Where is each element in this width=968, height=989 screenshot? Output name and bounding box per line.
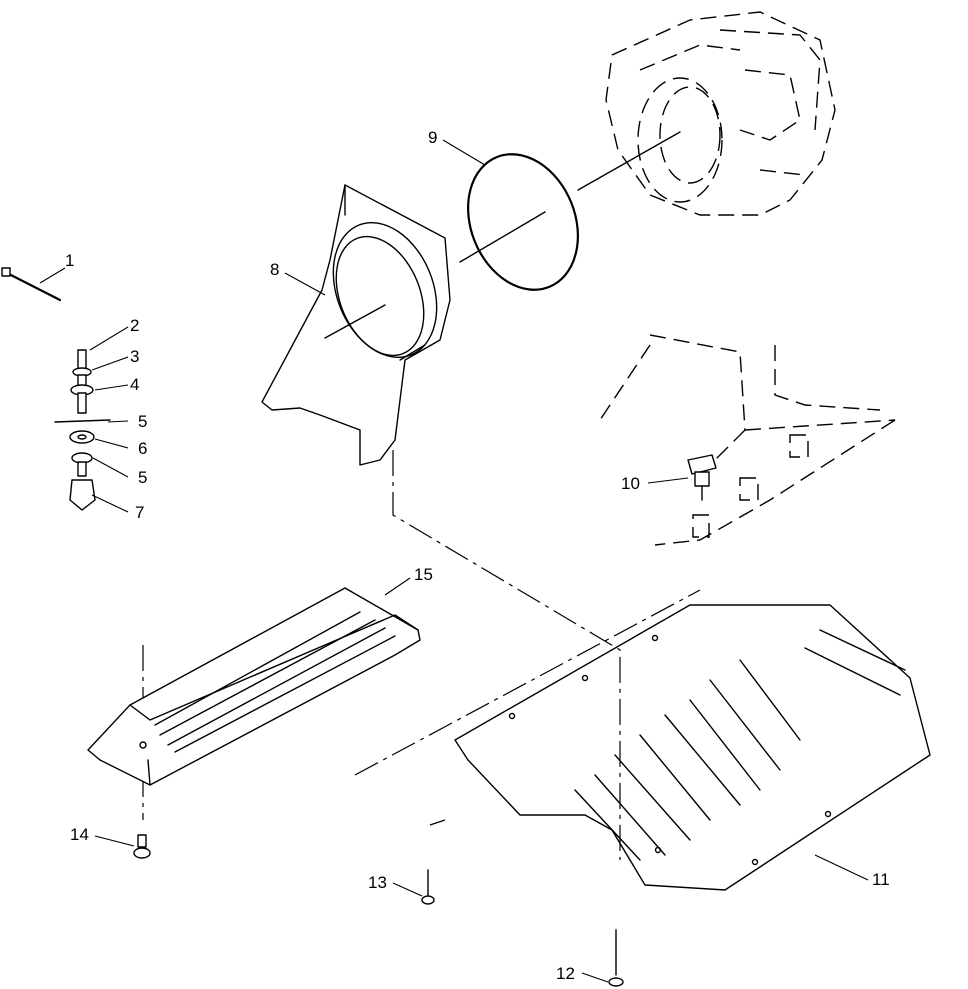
callout-5a: 5 (138, 412, 147, 431)
callout-6: 6 (138, 439, 147, 458)
callout-14: 14 (70, 825, 89, 844)
callout-4: 4 (130, 375, 139, 394)
stud-assembly (54, 349, 111, 511)
callout-7: 7 (135, 503, 144, 522)
intake-grate (87, 587, 421, 786)
strap (1, 267, 62, 302)
screw-13 (421, 869, 435, 905)
ride-plate (454, 604, 931, 891)
callout-8: 8 (270, 260, 279, 279)
callout-13: 13 (368, 873, 387, 892)
callout-3: 3 (130, 347, 139, 366)
callout-12: 12 (556, 964, 575, 983)
callout-labels: 1 2 3 4 5 6 5 7 8 9 10 11 12 13 14 15 (65, 128, 890, 983)
callout-15: 15 (414, 565, 433, 584)
callout-1: 1 (65, 251, 74, 270)
callout-11: 11 (872, 870, 890, 889)
adapter-plate (261, 184, 451, 466)
pump-housing (577, 11, 836, 216)
callout-10: 10 (621, 474, 640, 493)
callout-9: 9 (428, 128, 437, 147)
bilge-area (599, 334, 896, 546)
callout-2: 2 (130, 316, 139, 335)
screw-14 (133, 834, 151, 859)
o-ring (459, 153, 579, 291)
screw-12 (608, 929, 624, 987)
drain-plug (687, 454, 717, 501)
leader-lines (39, 139, 869, 983)
callout-5b: 5 (138, 468, 147, 487)
